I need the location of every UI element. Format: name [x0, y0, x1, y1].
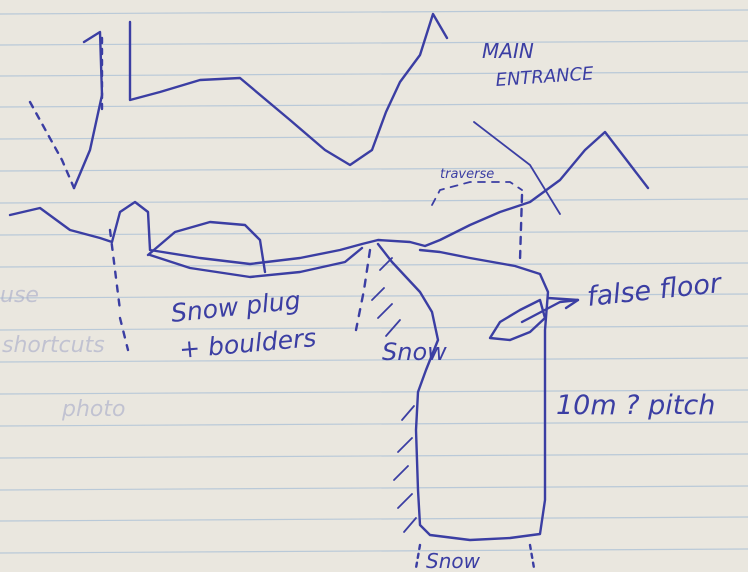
left-dashed-wall-2: [118, 316, 130, 352]
entrance-diagonal-line: [473, 121, 561, 215]
wall-hatching: [371, 257, 417, 533]
snow-plug-mound: [146, 220, 267, 274]
shaft-left-dashed: [354, 248, 372, 332]
shaft-outline: [376, 242, 550, 542]
false-floor-lens: [488, 298, 547, 342]
left-dashed-wall-1: [108, 228, 122, 312]
label-pitch: 10m ? pitch: [556, 390, 715, 421]
traverse-right-dashed: [518, 193, 524, 262]
show-through-line-2: shortcuts: [2, 333, 105, 358]
label-traverse: traverse: [440, 167, 494, 182]
traverse-dashed-outline: [431, 181, 523, 206]
show-through-line-1: use: [0, 283, 39, 308]
upper-profile-line: [128, 12, 449, 167]
ink-drawing: [8, 12, 650, 570]
upper-left-dashed-ceiling: [28, 100, 76, 190]
label-main-entrance-line1: MAIN: [482, 39, 534, 63]
snow-plug-floor: [148, 246, 364, 279]
show-through-line-3: photo: [61, 397, 125, 422]
ground-surface-line: [8, 130, 650, 266]
bottom-dashed-left: [414, 543, 422, 570]
label-snow-side: Snow: [382, 338, 447, 366]
false-floor-arrowhead: [546, 296, 580, 310]
ruled-lines: [0, 9, 748, 554]
show-through-writing: use shortcuts photo: [0, 283, 125, 422]
label-snow-bottom: Snow: [426, 549, 481, 572]
bottom-dashed-right: [528, 543, 536, 570]
